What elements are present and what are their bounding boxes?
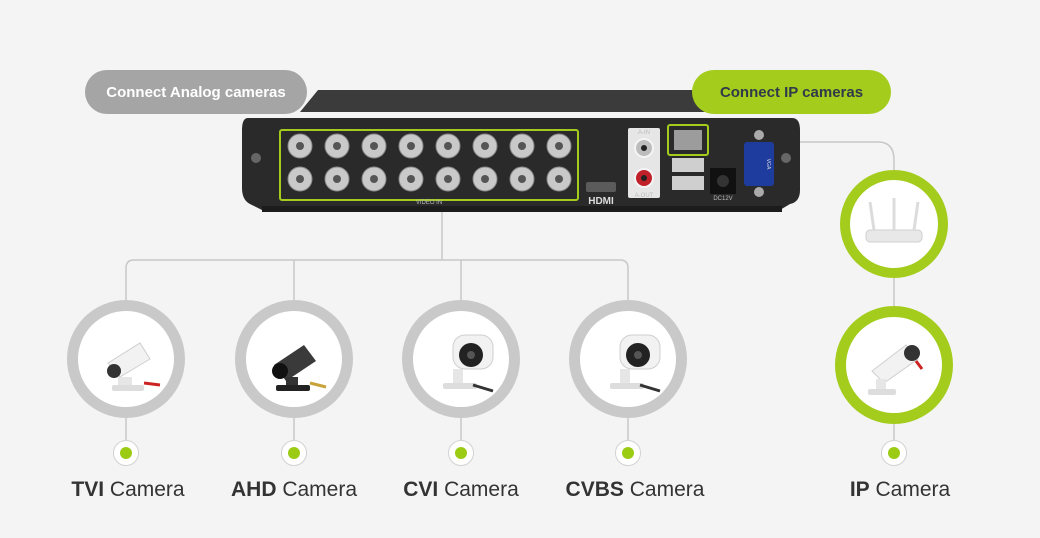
usb-port-2: [672, 176, 704, 190]
router-circle: [840, 170, 948, 278]
analog-branch-line: [125, 259, 629, 300]
tvi-camera-circle: [67, 300, 185, 418]
connect-ip-pill: Connect IP cameras: [692, 70, 891, 114]
dvr-recorder: [242, 118, 800, 212]
usb-port-1: [672, 158, 704, 172]
label-vga: VGA: [765, 159, 771, 170]
cvi-camera-circle: [402, 300, 520, 418]
screw-right: [781, 153, 791, 163]
ahd-camera-circle: [235, 300, 353, 418]
connector-dot: [615, 440, 641, 466]
connector-dot: [448, 440, 474, 466]
ip-camera-circle: [835, 306, 953, 424]
cvbs-camera-label: CVBS Camera: [565, 478, 705, 501]
hdmi-port: [586, 182, 616, 192]
connect-analog-pill: Connect Analog cameras: [85, 70, 307, 114]
label-hdmi: HDMI: [588, 196, 614, 207]
connector-dot: [881, 440, 907, 466]
lan-line: [711, 141, 895, 172]
connector-dot: [281, 440, 307, 466]
ahd-camera-label: AHD Camera: [230, 478, 358, 501]
screw-left: [251, 153, 261, 163]
bullet-camera-icon: [107, 342, 161, 391]
label-audio-in: A-IN: [638, 130, 650, 136]
router-icon: [865, 198, 923, 243]
ip-camera-label: IP Camera: [849, 478, 951, 501]
bullet-camera-icon: [272, 345, 327, 391]
cvi-camera-label: CVI Camera: [403, 478, 519, 501]
label-audio-out: A-OUT: [635, 193, 654, 199]
lan-highlight: [667, 124, 709, 156]
bullet-camera-icon: [443, 334, 494, 393]
bullet-camera-icon: [610, 334, 661, 393]
label-dc: DC12V: [713, 196, 732, 202]
cvbs-camera-circle: [569, 300, 687, 418]
lan-port: [674, 130, 702, 150]
label-video-in: VIDEO IN: [416, 200, 442, 206]
bnc-highlight: [279, 129, 579, 201]
vga-port: [744, 142, 774, 186]
bullet-camera-icon: [868, 344, 924, 395]
tvi-camera-label: TVI Camera: [71, 478, 185, 501]
connector-dot: [113, 440, 139, 466]
